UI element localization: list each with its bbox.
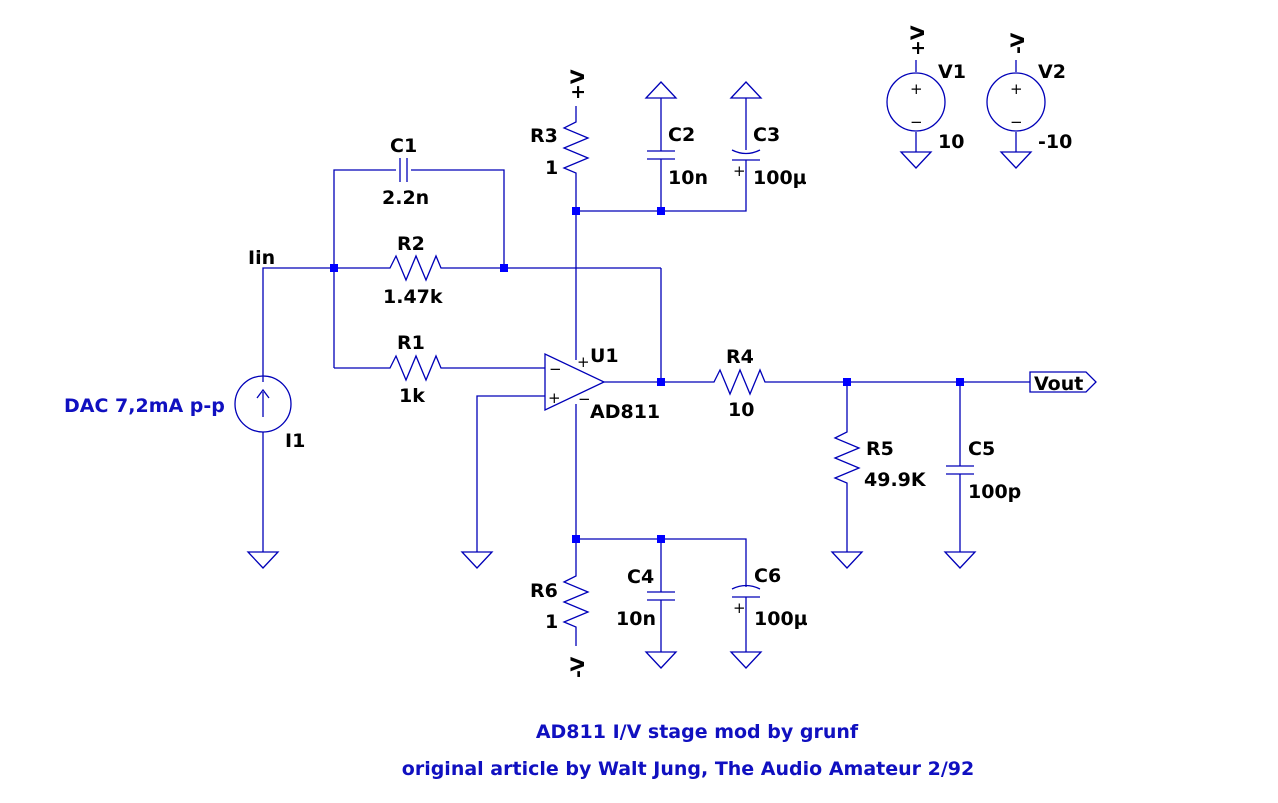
i1-name: I1 [285,430,305,452]
net-vout-label: Vout [1034,373,1083,395]
c5-value: 100p [968,481,1021,503]
svg-text:+: + [1010,80,1023,98]
resistor-r2-symbol [382,254,446,282]
c3-plus-sign: + [733,162,746,180]
r1-name: R1 [397,332,425,354]
resistor-r3-symbol [562,114,590,178]
caption-credit: original article by Walt Jung, The Audio… [402,758,974,780]
c2-name: C2 [668,124,695,146]
svg-text:−: − [578,390,591,408]
c6-plus-sign: + [733,599,746,617]
capacitor-c6-symbol: + [731,584,761,617]
net-iin-label: Iin [248,247,275,269]
capacitor-c1-symbol [399,158,408,182]
ground-icon [830,551,864,569]
current-source-i1-symbol [234,375,292,433]
capacitor-c2-symbol [647,150,675,160]
resistor-r6-symbol [562,568,590,632]
voltage-source-v1-symbol: + − [886,72,946,132]
net-vneg-label-v2: -V [1007,32,1029,54]
r4-value: 10 [728,399,754,421]
svg-text:−: − [910,113,923,131]
caption-title: AD811 I/V stage mod by grunf [536,721,859,743]
c6-value: 100µ [754,608,808,630]
u1-name: U1 [590,345,619,367]
svg-text:+: + [577,353,590,371]
c4-value: 10n [616,608,656,630]
junction-nodes [330,207,964,543]
r4-name: R4 [726,346,754,368]
svg-text:−: − [1010,113,1023,131]
capacitor-c4-symbol [647,591,675,601]
resistor-r1-symbol [382,354,446,382]
r5-value: 49.9K [864,469,927,491]
svg-text:−: − [549,360,562,378]
resistor-r5-symbol [833,424,861,488]
v2-name: V2 [1038,61,1066,83]
r2-name: R2 [397,233,425,255]
svg-text:+: + [548,389,561,407]
c6-name: C6 [754,565,781,587]
r3-value: 1 [545,157,558,179]
vout-port-icon [1029,371,1097,393]
r5-name: R5 [866,438,894,460]
ground-icon [999,151,1033,169]
ground-icon [899,151,933,169]
resistor-r4-symbol [706,368,770,396]
opamp-u1-symbol: − + + − [544,352,606,412]
i1-value: DAC 7,2mA p-p [64,395,225,417]
c3-name: C3 [753,124,780,146]
v1-value: 10 [938,131,964,153]
net-vneg-label-r6: -V [567,656,589,678]
capacitor-c5-symbol [946,465,974,475]
ground-symbols [246,81,1033,669]
net-vpos-label-v1: +V [907,25,929,56]
ground-icon [729,81,763,99]
c5-name: C5 [968,438,995,460]
r2-value: 1.47k [383,286,443,308]
r6-name: R6 [530,580,558,602]
c4-name: C4 [627,566,654,588]
r6-value: 1 [545,611,558,633]
ground-icon [943,551,977,569]
u1-value: AD811 [590,401,660,423]
ground-icon [246,551,280,569]
v1-name: V1 [938,61,966,83]
v2-value: -10 [1038,131,1072,153]
c1-name: C1 [390,135,417,157]
ground-icon [644,81,678,99]
c1-value: 2.2n [382,187,429,209]
c2-value: 10n [668,167,708,189]
svg-text:+: + [910,80,923,98]
capacitor-c3-symbol: + [731,149,761,180]
ground-icon [729,651,763,669]
voltage-source-v2-symbol: + − [986,72,1046,132]
r3-name: R3 [530,125,558,147]
wires [262,60,1030,652]
ground-icon [460,551,494,569]
c3-value: 100µ [753,167,807,189]
net-vpos-label-r3: +V [567,69,589,100]
r1-value: 1k [399,385,425,407]
ground-icon [644,651,678,669]
